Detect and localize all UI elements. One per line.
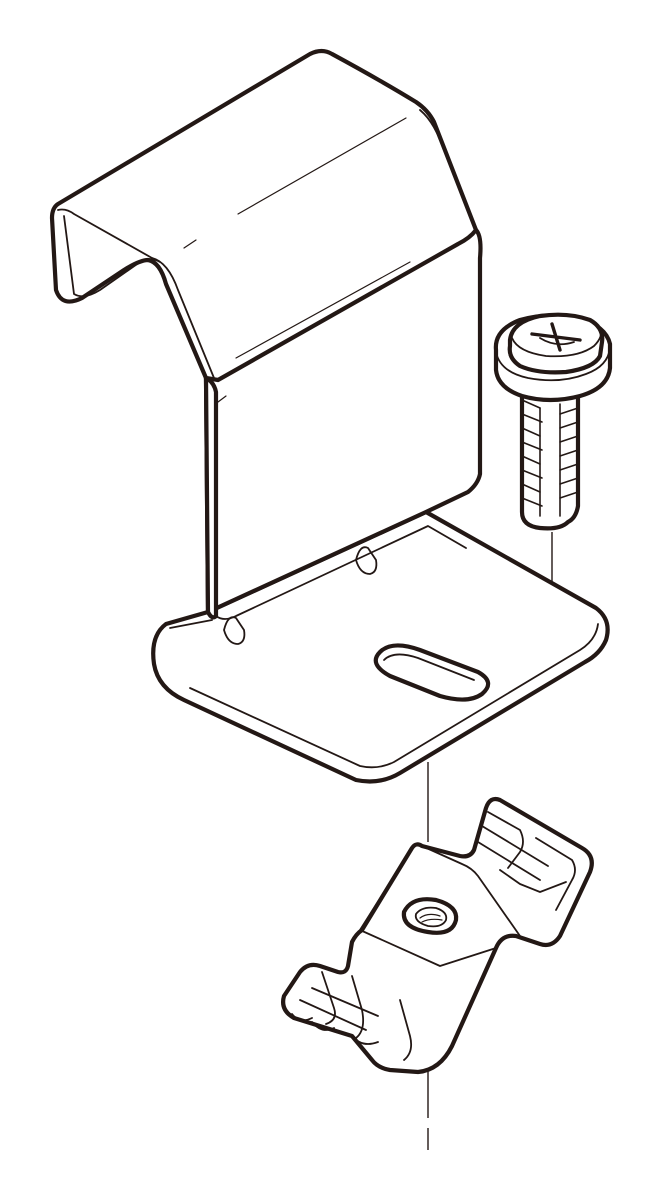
clip-nut-lower-ridge-2 [321,971,336,1025]
bracket-hook-inner [63,215,161,298]
bracket-icon [49,48,610,784]
wall-highlight-2 [217,395,227,403]
bracket-rib-right [355,546,378,575]
bracket-base-plate [151,509,610,784]
clip-nut-left-face [359,847,497,967]
clip-nut-upper-edge [499,869,567,893]
bracket-base-fold [215,525,467,620]
top-highlight-1 [237,117,407,215]
clip-nut-icon [281,796,594,1075]
wall-highlight-1 [235,261,411,359]
screw-washer-edge [495,347,611,382]
screw-icon [493,312,613,531]
clip-nut-upper-ridge-3 [535,837,576,911]
bracket-slot [373,643,491,702]
clip-nut-upper-ridge-1 [477,825,549,881]
clip-nut-lower-ridge-4 [399,999,413,1061]
top-highlight-2 [183,239,197,249]
screw-phillips-cross [530,322,582,352]
clip-nut-body [281,796,594,1075]
clip-nut-hole-inner [414,906,448,928]
clip-nut-lower-edge [291,1013,379,1045]
clip-nut-hole-thread [419,913,443,923]
clip-nut-top-face [421,845,521,937]
bracket-fold-line [217,237,469,381]
screw-head-top [511,327,603,358]
screw-cross-recess [539,337,575,346]
bracket-slot-inner [383,653,475,681]
bracket-hook-lip [57,208,153,259]
bracket-base-rim [189,623,599,769]
clip-nut-lower-ridge-3 [351,975,365,1039]
bracket-wall-edge [203,375,219,620]
screw-shank [519,385,581,531]
bracket-base-inner-edge [169,619,213,629]
clip-nut-upper-ridge-2 [487,811,524,869]
clip-nut-hole-outer [401,897,459,935]
bracket-rib-left [223,616,246,645]
bracket-top-right-bend [419,109,477,231]
bracket-bend-edge [151,257,215,379]
clip-nut-lower-ridge-1 [299,987,379,1031]
